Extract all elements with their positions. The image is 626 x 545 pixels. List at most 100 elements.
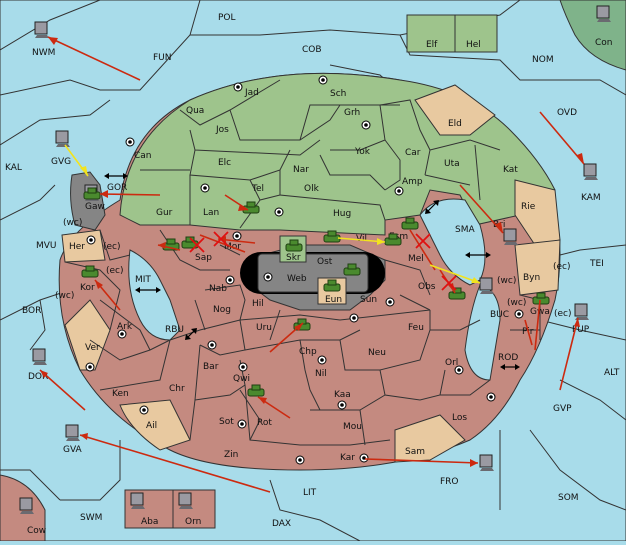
label-kor: Kor	[80, 283, 95, 293]
label-hug: Hug	[333, 209, 351, 219]
supply-center-icon	[139, 405, 149, 415]
label-mvu: MVU	[36, 241, 57, 251]
label-swm: SWM	[80, 513, 102, 523]
supply-center-icon	[85, 362, 95, 372]
label-ver: Ver	[85, 343, 100, 353]
fleet-icon	[65, 424, 80, 441]
label-dax: DAX	[272, 519, 291, 529]
label-hel: Hel	[466, 40, 481, 50]
label-mit: MIT	[135, 275, 151, 285]
fleet-icon	[32, 348, 47, 365]
label-car: Car	[405, 148, 421, 158]
label-chr: Chr	[169, 384, 185, 394]
label-coast: (wc)	[55, 291, 74, 301]
label-tel: Tel	[251, 184, 264, 194]
label-hil: Hil	[252, 299, 264, 309]
fleet-icon	[178, 492, 193, 509]
label-zin: Zin	[224, 450, 238, 460]
label-kaa: Kaa	[334, 390, 351, 400]
label-coast: (ec)	[554, 309, 572, 319]
label-alt: ALT	[604, 368, 620, 378]
label-mou: Mou	[343, 422, 362, 432]
label-coast: (ec)	[103, 242, 121, 252]
label-sot: Sot	[219, 417, 234, 427]
supply-center-icon	[86, 235, 96, 245]
label-obs: Obs	[418, 282, 436, 292]
label-kat: Kat	[503, 165, 518, 175]
army-icon	[532, 292, 550, 305]
label-can: Can	[134, 151, 152, 161]
label-nwm: NWM	[32, 48, 55, 58]
label-coast: (wc)	[63, 218, 82, 228]
label-sch: Sch	[330, 89, 346, 99]
army-icon	[343, 263, 361, 276]
cross-icon	[415, 233, 431, 249]
hel-province[interactable]	[454, 14, 498, 53]
army-icon	[401, 217, 419, 230]
fleet-icon	[19, 497, 34, 514]
label-orl: Orl	[445, 358, 458, 368]
fleet-icon	[479, 454, 494, 471]
label-gaw: Gaw	[85, 202, 105, 212]
sam-province[interactable]	[394, 414, 466, 463]
label-bor: BOR	[22, 306, 41, 316]
label-coast: (wc)	[507, 298, 526, 308]
order-arrows	[39, 36, 585, 493]
label-uru: Uru	[256, 323, 272, 333]
label-bar: Bar	[203, 362, 219, 372]
label-coast: (ec)	[106, 266, 124, 276]
label-nog: Nog	[213, 305, 231, 315]
label-byn: Byn	[523, 273, 540, 283]
double-arrow-icon	[185, 328, 197, 340]
label-her: Her	[69, 242, 85, 252]
move-arrow	[39, 369, 86, 411]
label-cob: COB	[302, 45, 322, 55]
label-fun: FUN	[153, 53, 172, 63]
supply-center-icon	[337, 400, 347, 410]
label-uta: Uta	[444, 159, 460, 169]
supply-center-icon	[394, 186, 404, 196]
ail-province[interactable]	[119, 399, 191, 451]
army-icon	[293, 318, 311, 331]
supply-centers	[85, 75, 524, 465]
support-arrow	[429, 264, 481, 284]
label-yok: Yok	[354, 147, 371, 157]
label-elf: Elf	[426, 40, 438, 50]
label-dor: DOR	[28, 372, 48, 382]
label-ovd: OVD	[557, 108, 577, 118]
label-mel: Mel	[408, 254, 424, 264]
army-icon	[83, 187, 101, 200]
fleet-icon	[503, 228, 518, 245]
label-los: Los	[452, 413, 467, 423]
move-arrow	[534, 299, 541, 351]
mit-sea[interactable]	[128, 249, 181, 341]
byn-province[interactable]	[514, 239, 561, 296]
label-con: Con	[595, 38, 613, 48]
label-rot: Rot	[257, 418, 272, 428]
label-kar: Kar	[340, 453, 355, 463]
label-fro: FRO	[440, 477, 459, 487]
label-coast: (wc)	[497, 276, 516, 286]
ver-province[interactable]	[64, 299, 111, 371]
label-gva: GVA	[63, 445, 83, 455]
eld-province[interactable]	[414, 84, 496, 136]
army-icon	[285, 239, 303, 252]
supply-center-icon	[359, 453, 369, 463]
label-ken: Ken	[112, 389, 129, 399]
label-sma: SMA	[455, 225, 475, 235]
label-feu: Feu	[408, 323, 424, 333]
supply-center-icon	[385, 297, 395, 307]
label-esm: Esm	[389, 232, 408, 242]
label-sap: Sap	[195, 253, 212, 263]
elf-province[interactable]	[406, 14, 456, 53]
move-arrow	[559, 317, 579, 391]
label-lit: LIT	[303, 488, 317, 498]
label-vil: Vil	[356, 234, 367, 244]
move-arrow	[79, 434, 271, 493]
cross-icon	[441, 275, 457, 291]
label-coast: (ec)	[553, 262, 571, 272]
supply-center-icon	[349, 313, 359, 323]
label-neu: Neu	[368, 348, 386, 358]
